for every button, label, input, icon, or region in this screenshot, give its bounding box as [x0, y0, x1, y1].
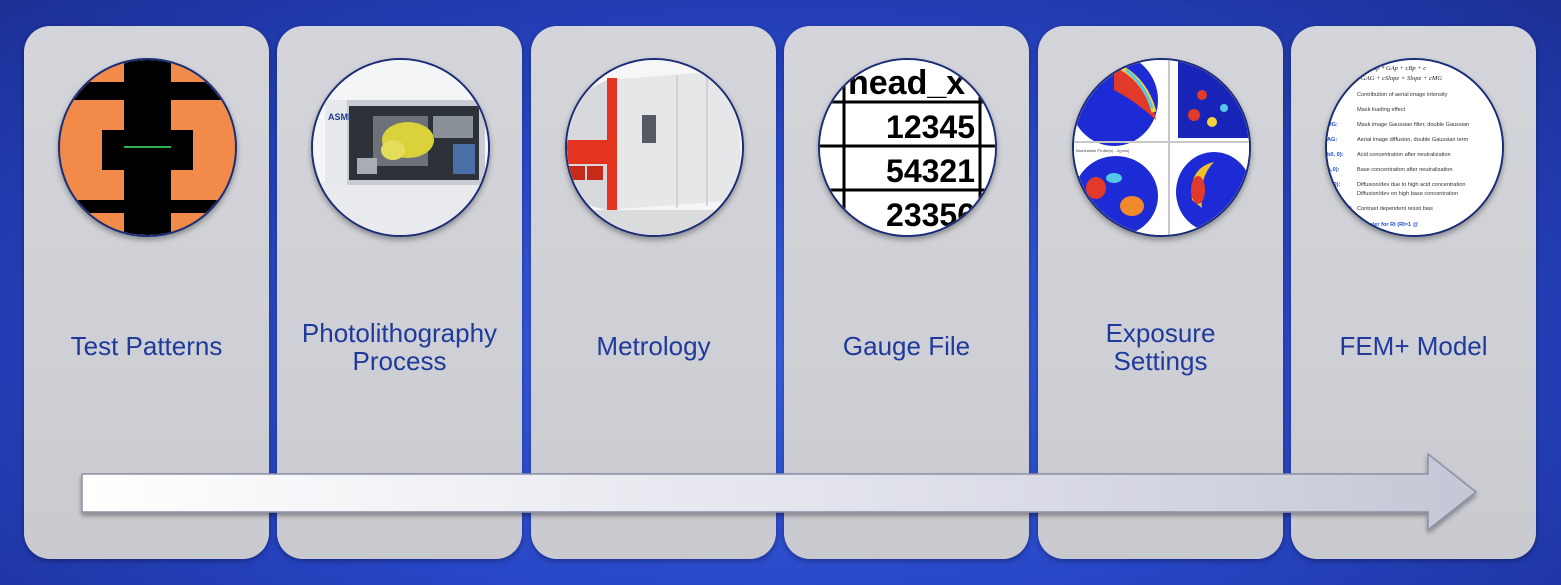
step-label: FEM+ Model	[1291, 332, 1536, 360]
gauge-header-text: head_x	[848, 64, 965, 102]
step-card-fem-model: + dp * GAp + cBp + c GAG + cSlope × Slop…	[1291, 26, 1536, 559]
gauge-value: 54321	[886, 153, 975, 189]
fem-row-text: Aerial image diffusion, double Gaussian …	[1357, 137, 1469, 143]
formula-line: GAG + cSlope × Slope + cMG	[1361, 75, 1442, 82]
step-label-line: Exposure	[1105, 318, 1216, 348]
fem-row-key: MG:	[1327, 122, 1338, 128]
step-label: Metrology	[531, 332, 776, 360]
step-label: Gauge File	[784, 332, 1029, 360]
step-card-photolithography: ASML Photolithography Process	[277, 26, 522, 559]
step-label-line: Photolithography	[301, 318, 498, 348]
fem-row-text: Diffusion/dev due to high acid concentra…	[1357, 182, 1465, 188]
step-label-line: Settings	[1113, 346, 1208, 376]
photolithography-machine-image: ASML	[311, 58, 490, 237]
fem-model-text-graphic: + dp * GAp + cBp + c GAG + cSlope × Slop…	[1327, 60, 1502, 235]
metrology-tool-graphic	[567, 60, 742, 235]
plot-title-text: Illumination Profile(s) - 2(pms)	[1076, 148, 1130, 153]
step-label-line: Process	[352, 346, 447, 376]
fem-row-text: Diffusion/dev on high base concentration	[1357, 191, 1458, 197]
exposure-settings-image: Illumination Profile(s) - 2(pms)	[1072, 58, 1251, 237]
fem-row-text: Mask loading effect	[1357, 107, 1406, 113]
fem-row-text: Base concentration after neutralization	[1357, 167, 1452, 173]
step-label-line: Test Patterns	[70, 331, 223, 361]
step-label-line: Gauge File	[842, 331, 971, 361]
fem-row-text: Contrast dependent resist bias	[1357, 206, 1433, 212]
gauge-table-graphic: head_x 12345 54321 23356	[820, 60, 995, 235]
step-card-gauge-file: head_x 12345 54321 23356 Gauge File	[784, 26, 1029, 559]
step-card-metrology: Metrology	[531, 26, 776, 559]
gauge-value: 23356	[886, 197, 975, 233]
illumination-profile-graphic: Illumination Profile(s) - 2(pms)	[1074, 60, 1249, 235]
fem-row-key: (dI/dx)	[1335, 206, 1352, 212]
fem-row-text: Acid concentration after neutralization	[1357, 152, 1451, 158]
fem-row-key: A,0):	[1327, 167, 1340, 173]
fem-row-key: m,0):	[1327, 182, 1341, 188]
fem-row-text: Contribution of aerial image intensity	[1357, 92, 1448, 98]
step-label: Test Patterns	[24, 332, 269, 360]
metrology-tool-image	[565, 58, 744, 237]
step-label: Photolithography Process	[277, 319, 522, 375]
fem-row-text: ling parameter for RI (RI=1 @	[1341, 222, 1419, 228]
fem-row-key: b0, 0):	[1327, 152, 1344, 158]
asml-logo-text: ASML	[328, 112, 354, 122]
step-label-line: FEM+ Model	[1339, 331, 1488, 361]
test-pattern-graphic	[60, 60, 235, 235]
fem-row-key: AG:	[1327, 137, 1337, 143]
gauge-file-image: head_x 12345 54321 23356	[818, 58, 997, 237]
step-label: Exposure Settings	[1038, 319, 1283, 375]
lithography-machine-graphic: ASML	[313, 60, 488, 235]
test-patterns-image	[58, 58, 237, 237]
step-card-exposure-settings: Illumination Profile(s) - 2(pms) Exposur…	[1038, 26, 1283, 559]
step-label-line: Metrology	[596, 331, 711, 361]
fem-row-text: Mask image Gaussian filter, double Gauss…	[1357, 122, 1469, 128]
step-card-test-patterns: Test Patterns	[24, 26, 269, 559]
process-flow-arrow	[81, 452, 1478, 532]
gauge-value: 12345	[886, 109, 975, 145]
fem-model-image: + dp * GAp + cBp + c GAG + cSlope × Slop…	[1325, 58, 1504, 237]
formula-line: + dp * GAp + cBp + c	[1367, 65, 1426, 72]
